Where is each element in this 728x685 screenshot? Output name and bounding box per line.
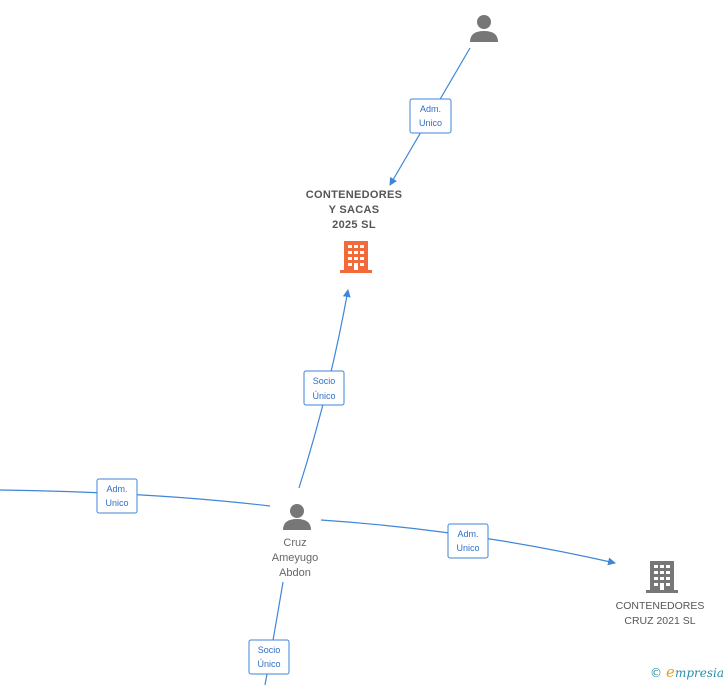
brand-name: mpresia: [674, 666, 724, 680]
copyright-symbol: ©: [650, 666, 663, 680]
edge-label-adm-unico-2[interactable]: Adm. Unico: [96, 478, 138, 514]
edge-label-socio-unico-1[interactable]: Socio Único: [303, 370, 345, 406]
edge-label-line1: Socio: [313, 376, 336, 386]
person-cruz-label[interactable]: Cruz Ameyugo Abdon: [271, 537, 319, 579]
edge-label-line1: Socio: [258, 645, 281, 655]
edge-label-line2: Unico: [105, 498, 128, 508]
building-icon[interactable]: [340, 241, 372, 273]
edge-label-line1: Adm.: [106, 484, 127, 494]
person-icon[interactable]: [470, 15, 498, 42]
edge-left-to-cruz: [0, 489, 271, 507]
person-icon[interactable]: [283, 504, 311, 530]
edge-label-socio-unico-2[interactable]: Socio Único: [248, 639, 290, 675]
brand-initial: e: [666, 663, 675, 681]
edge-label-adm-unico-3[interactable]: Adm. Unico: [447, 523, 489, 559]
company-main-label[interactable]: CONTENEDORES Y SACAS 2025 SL: [305, 189, 403, 231]
empresia-watermark: ©empresia: [650, 663, 724, 681]
edge-label-line1: Adm.: [420, 104, 441, 114]
edge-label-line2: Único: [312, 391, 335, 401]
edge-label-adm-unico-1[interactable]: Adm. Unico: [409, 98, 452, 134]
edge-label-line2: Unico: [419, 118, 442, 128]
building-icon[interactable]: [646, 561, 678, 593]
edge-label-line1: Adm.: [457, 529, 478, 539]
company-2021-label[interactable]: CONTENEDORES CRUZ 2021 SL: [615, 600, 705, 627]
edge-label-line2: Único: [257, 659, 280, 669]
edge-label-line2: Unico: [456, 543, 479, 553]
